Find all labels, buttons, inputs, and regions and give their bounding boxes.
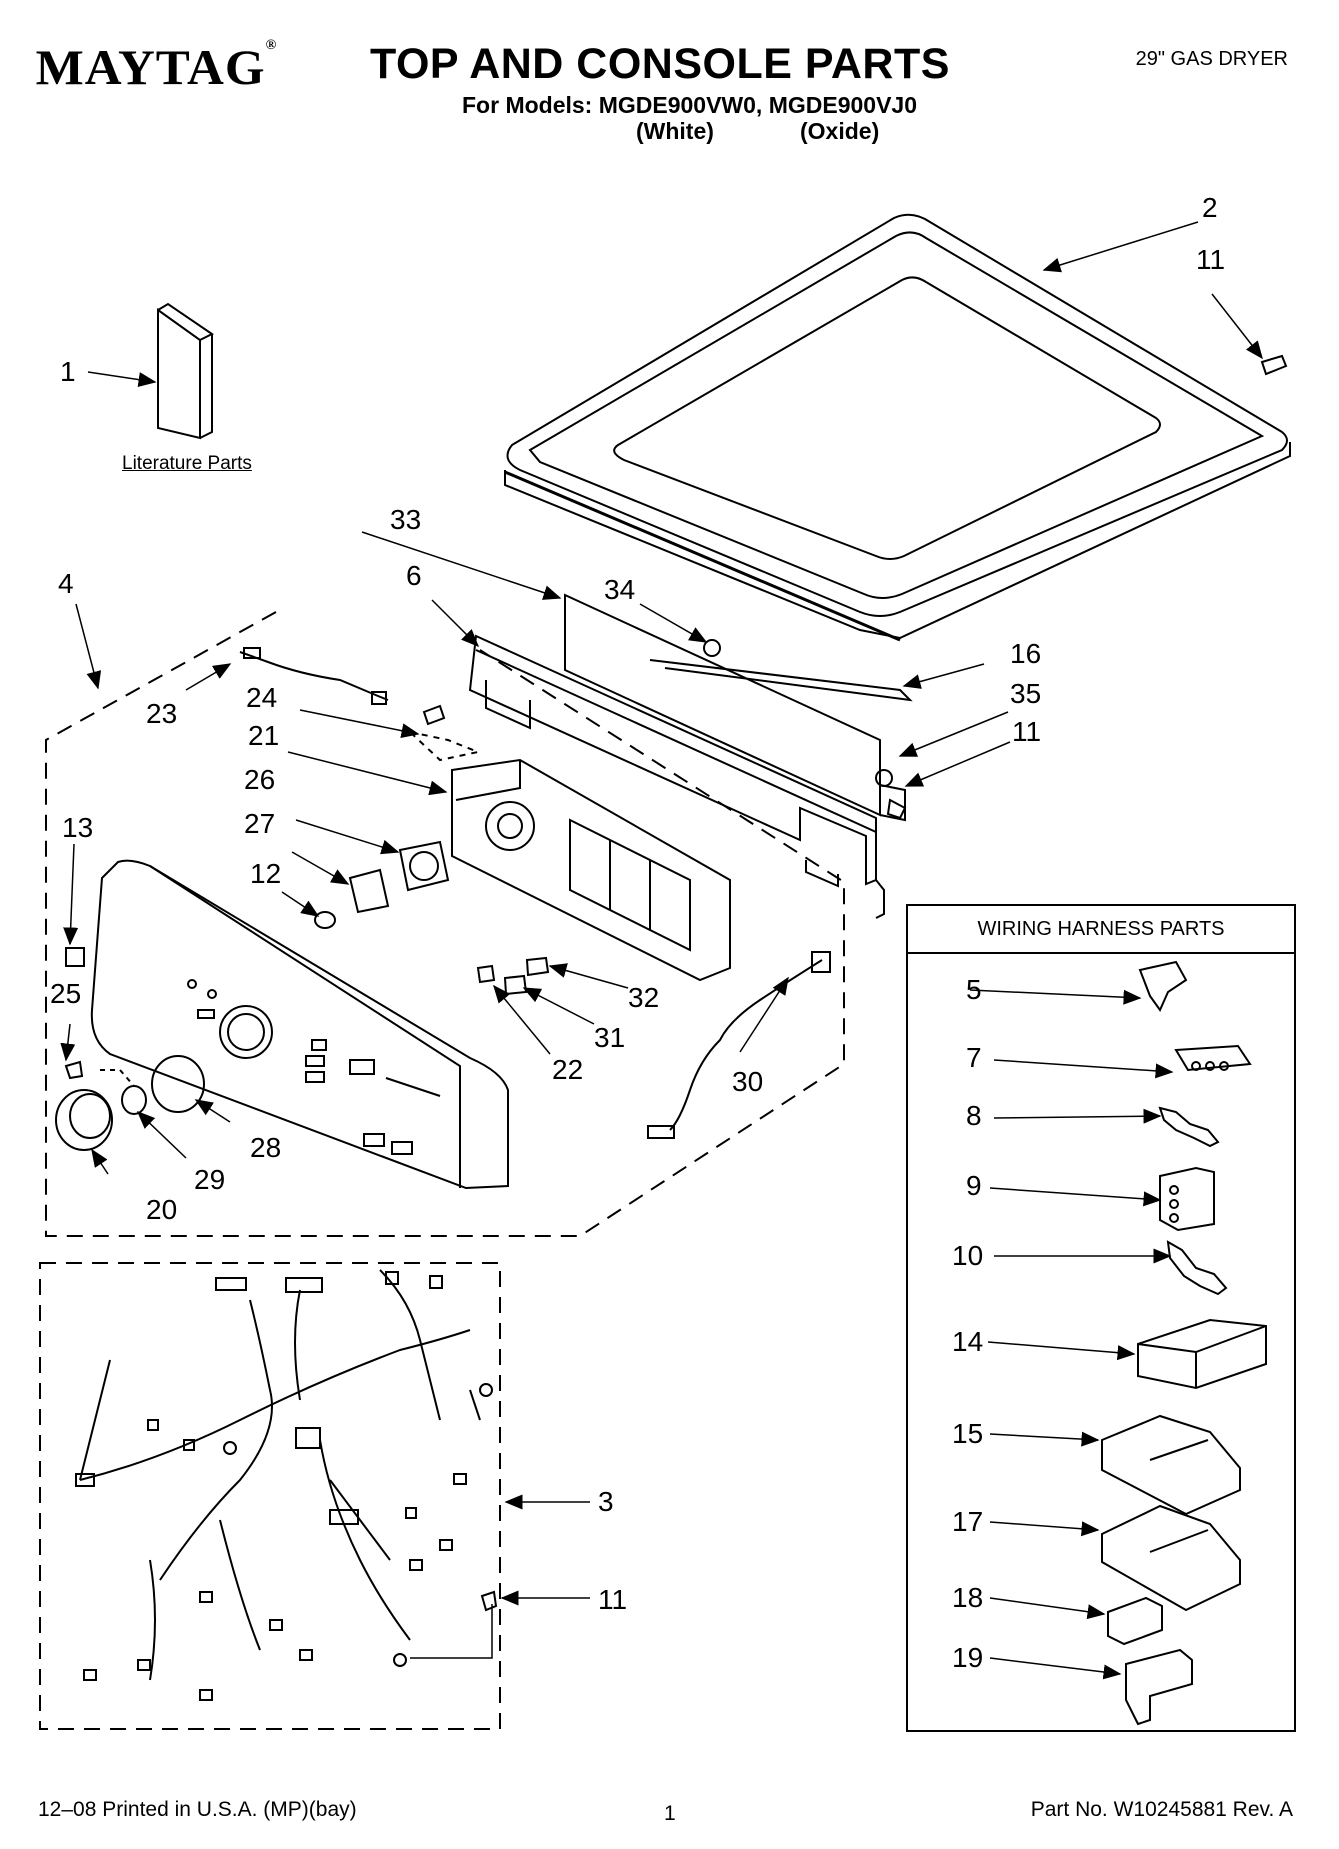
callout-10: 10 xyxy=(952,1240,984,1271)
clip-35-icon xyxy=(875,769,893,787)
clip-34-icon xyxy=(703,639,721,657)
connector-18-icon xyxy=(1107,1596,1163,1646)
leader-arrows xyxy=(60,221,1263,1680)
callout-12: 12 xyxy=(250,858,282,889)
callout-7: 7 xyxy=(966,1042,982,1073)
page-number: 1 xyxy=(664,1802,676,1825)
connector-9-icon xyxy=(1159,1166,1215,1232)
main-harness-icon xyxy=(75,1269,493,1701)
print-info: 12–08 Printed in U.S.A. (MP)(bay) xyxy=(38,1798,357,1821)
connector-7-icon xyxy=(1174,1044,1252,1072)
encoder-knob-icon xyxy=(409,851,439,881)
callout-28: 28 xyxy=(250,1132,282,1163)
bracket-24-icon xyxy=(406,730,482,762)
callout-5: 5 xyxy=(966,974,982,1005)
callout-26: 26 xyxy=(244,764,276,795)
callout-16: 16 xyxy=(1010,638,1042,669)
connector-14-icon xyxy=(1137,1318,1267,1390)
callout-30: 30 xyxy=(732,1066,764,1097)
page-title: TOP AND CONSOLE PARTS xyxy=(370,40,950,88)
variant-oxide: (Oxide) xyxy=(800,118,880,144)
main-harness-box xyxy=(39,1262,501,1730)
terminal-8-icon xyxy=(1158,1106,1220,1148)
callout-21: 21 xyxy=(248,720,280,751)
connector-30a-icon xyxy=(811,951,831,973)
harness-30-icon xyxy=(669,959,823,1131)
ring-28-icon xyxy=(151,1055,205,1113)
callout-2: 2 xyxy=(1202,192,1218,223)
callout-29: 29 xyxy=(194,1164,226,1195)
registered-mark: ® xyxy=(265,38,278,53)
callout-19: 19 xyxy=(952,1642,984,1673)
callout-11-console: 11 xyxy=(1012,716,1042,747)
switch-27-icon xyxy=(348,868,390,914)
front-trim-icon xyxy=(504,470,901,642)
callout-22: 22 xyxy=(552,1054,584,1085)
callout-11-top: 11 xyxy=(1196,244,1226,275)
encoder-26-icon xyxy=(398,840,450,892)
callout-31: 31 xyxy=(594,1022,626,1053)
connector-23-icon xyxy=(243,647,261,659)
switch-31-icon xyxy=(503,974,528,996)
foam-strip-icon xyxy=(649,659,913,702)
callout-27: 27 xyxy=(244,808,276,839)
callout-4: 4 xyxy=(58,568,74,599)
model-numbers: For Models: MGDE900VW0, MGDE900VJ0 xyxy=(462,92,918,118)
connector-19-icon xyxy=(1125,1648,1193,1726)
brand-logo: MAYTAG® xyxy=(36,38,278,96)
callout-1: 1 xyxy=(60,356,76,387)
switch-32-icon xyxy=(525,956,550,977)
connector-23b-icon xyxy=(371,691,387,705)
clip-5-icon xyxy=(1138,960,1188,1013)
harness-23-icon xyxy=(239,651,389,701)
brand-name: MAYTAG xyxy=(35,39,266,95)
callout-34: 34 xyxy=(604,574,636,605)
callout-23: 23 xyxy=(146,698,178,729)
top-panel-icon xyxy=(504,213,1291,640)
callout-17: 17 xyxy=(952,1506,984,1537)
console-bracket-icon xyxy=(468,634,885,919)
callout-35: 35 xyxy=(1010,678,1042,709)
part-number: Part No. W10245881 Rev. A xyxy=(1030,1798,1293,1821)
callout-8: 8 xyxy=(966,1100,982,1131)
light-pipe-13-icon xyxy=(65,947,85,967)
switch-22-icon xyxy=(476,964,496,984)
console-cover-icon xyxy=(564,593,881,817)
callout-15: 15 xyxy=(952,1418,984,1449)
callout-11-harness: 11 xyxy=(598,1584,628,1615)
callout-33: 33 xyxy=(390,504,422,535)
callout-25: 25 xyxy=(50,978,82,1009)
console-panel-icon xyxy=(90,859,509,1190)
callout-13: 13 xyxy=(62,812,94,843)
console-group-box xyxy=(45,611,845,1237)
product-type: 29" GAS DRYER xyxy=(1135,48,1288,70)
callout-20: 20 xyxy=(146,1194,178,1225)
screw-icon xyxy=(64,354,1288,1612)
control-board-icon xyxy=(451,758,731,982)
knob-20-icon xyxy=(55,1089,113,1151)
callout-32: 32 xyxy=(628,982,660,1013)
connector-17-icon xyxy=(1101,1504,1241,1612)
disc-12-icon xyxy=(314,911,336,929)
callout-24: 24 xyxy=(246,682,278,713)
ring-29-icon xyxy=(121,1085,147,1115)
connector-30b-icon xyxy=(647,1125,675,1139)
wiring-harness-panel: WIRING HARNESS PARTS xyxy=(906,904,1296,1732)
callout-9: 9 xyxy=(966,1170,982,1201)
wiring-harness-title: WIRING HARNESS PARTS xyxy=(908,906,1294,954)
terminal-10-icon xyxy=(1166,1240,1228,1296)
callout-3: 3 xyxy=(598,1486,614,1517)
variant-white: (White) xyxy=(636,118,714,144)
literature-parts-label: Literature Parts xyxy=(122,453,252,474)
callout-6: 6 xyxy=(406,560,422,591)
callout-14: 14 xyxy=(952,1326,984,1357)
callout-18: 18 xyxy=(952,1582,984,1613)
connector-15-icon xyxy=(1101,1414,1241,1516)
literature-book-icon xyxy=(157,302,214,440)
